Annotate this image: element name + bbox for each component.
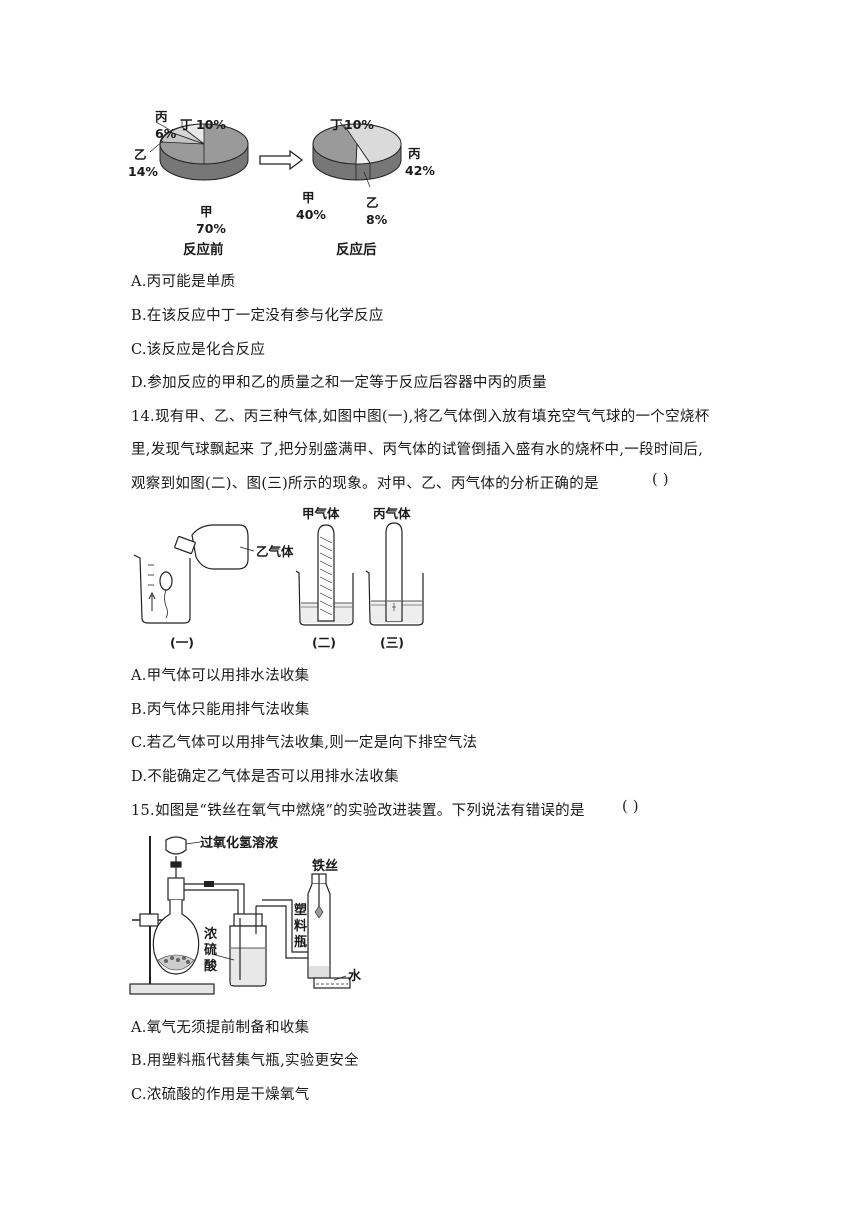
beaker-2 xyxy=(295,524,354,626)
after-bing-name: 丙 xyxy=(408,146,421,161)
caption-2: (二) xyxy=(312,635,336,650)
q15-option-a: A.氧气无须提前制备和收集 xyxy=(131,1020,310,1036)
water-label: 水 xyxy=(348,968,362,984)
q14-answer-paren: ( ) xyxy=(652,472,669,488)
q15-answer-paren: ( ) xyxy=(622,799,639,815)
gas-jia-label: 甲气体 xyxy=(302,506,340,521)
q13-pie-figure: 丙 6% 丁 10% 乙 14% 甲 70% 丁 10% 丙 42% 甲 40%… xyxy=(128,109,435,258)
q13-option-b: B.在该反应中丁一定没有参与化学反应 xyxy=(131,308,384,324)
q13-option-a: A.丙可能是单质 xyxy=(131,274,236,290)
before-caption: 反应前 xyxy=(183,241,224,258)
q13-option-c: C.该反应是化合反应 xyxy=(131,342,266,358)
after-ding-name: 丁 xyxy=(330,117,343,132)
acid-label-1: 浓 xyxy=(204,926,218,942)
h2o2-label: 过氧化氢溶液 xyxy=(200,835,278,851)
q15-option-b: B.用塑料瓶代替集气瓶,实验更安全 xyxy=(131,1053,359,1069)
before-yi-pct: 14% xyxy=(128,164,158,179)
q14-stem-line-3: 观察到如图(二)、图(三)所示的现象。对甲、乙、丙气体的分析正确的是 xyxy=(131,476,599,492)
before-bing-pct: 6% xyxy=(155,126,177,141)
caption-3: (三) xyxy=(380,635,404,650)
q14-option-c: C.若乙气体可以用排气法收集,则一定是向下排空气法 xyxy=(131,735,478,751)
after-bing-pct: 42% xyxy=(405,163,435,178)
q14-option-b: B.丙气体只能用排气法收集 xyxy=(131,702,310,718)
arrow-icon xyxy=(259,149,304,171)
q14-option-a: A.甲气体可以用排水法收集 xyxy=(131,668,310,684)
q14-gas-figure: 乙气体 甲气体 丙气体 (一) (二) (三) xyxy=(133,506,424,650)
gas-yi-label: 乙气体 xyxy=(256,544,294,559)
after-jia-pct: 40% xyxy=(296,207,326,222)
after-caption: 反应后 xyxy=(336,241,377,258)
before-ding-name: 丁 xyxy=(180,117,193,132)
pie-after xyxy=(312,123,402,181)
after-yi-pct: 8% xyxy=(366,212,388,227)
q15-option-c: C.浓硫酸的作用是干燥氧气 xyxy=(131,1087,310,1103)
beaker-3 xyxy=(365,522,424,626)
bottle-label-1: 塑 xyxy=(294,902,307,918)
beaker-1 xyxy=(133,554,191,624)
before-bing-name: 丙 xyxy=(155,109,168,124)
gas-bing-label: 丙气体 xyxy=(373,506,411,521)
acid-label-2: 硫 xyxy=(204,942,217,958)
pie-before xyxy=(159,123,249,181)
before-yi-name: 乙 xyxy=(134,147,147,162)
gas-bottle xyxy=(174,524,255,570)
bottle-label-2: 料 xyxy=(294,918,307,934)
acid-label-3: 酸 xyxy=(204,958,218,974)
q13-option-d: D.参加反应的甲和乙的质量之和一定等于反应后容器中丙的质量 xyxy=(131,375,547,391)
caption-1: (一) xyxy=(170,635,194,650)
after-ding-pct: 10% xyxy=(344,117,374,132)
before-ding-pct: 10% xyxy=(196,117,226,132)
after-jia-name: 甲 xyxy=(302,190,315,205)
q14-stem-line-1: 14.现有甲、乙、丙三种气体,如图中图(一),将乙气体倒入放有填充空气气球的一个… xyxy=(131,409,710,425)
q15-apparatus-figure: 过氧化氢溶液 铁丝 浓 硫 酸 塑 料 瓶 水 xyxy=(129,835,362,995)
q14-option-d: D.不能确定乙气体是否可以用排水法收集 xyxy=(131,769,399,785)
bottle-label-3: 瓶 xyxy=(294,934,307,950)
before-jia-name: 甲 xyxy=(200,204,213,219)
q14-stem-line-2: 里,发现气球飘起来 了,把分别盛满甲、丙气体的试管倒插入盛有水的烧杯中,一段时间… xyxy=(131,442,704,458)
iron-wire-label: 铁丝 xyxy=(311,858,338,874)
after-yi-name: 乙 xyxy=(366,195,379,210)
q15-stem: 15.如图是“铁丝在氧气中燃烧”的实验改进装置。下列说法有错误的是 xyxy=(131,803,585,819)
before-jia-pct: 70% xyxy=(196,221,226,236)
